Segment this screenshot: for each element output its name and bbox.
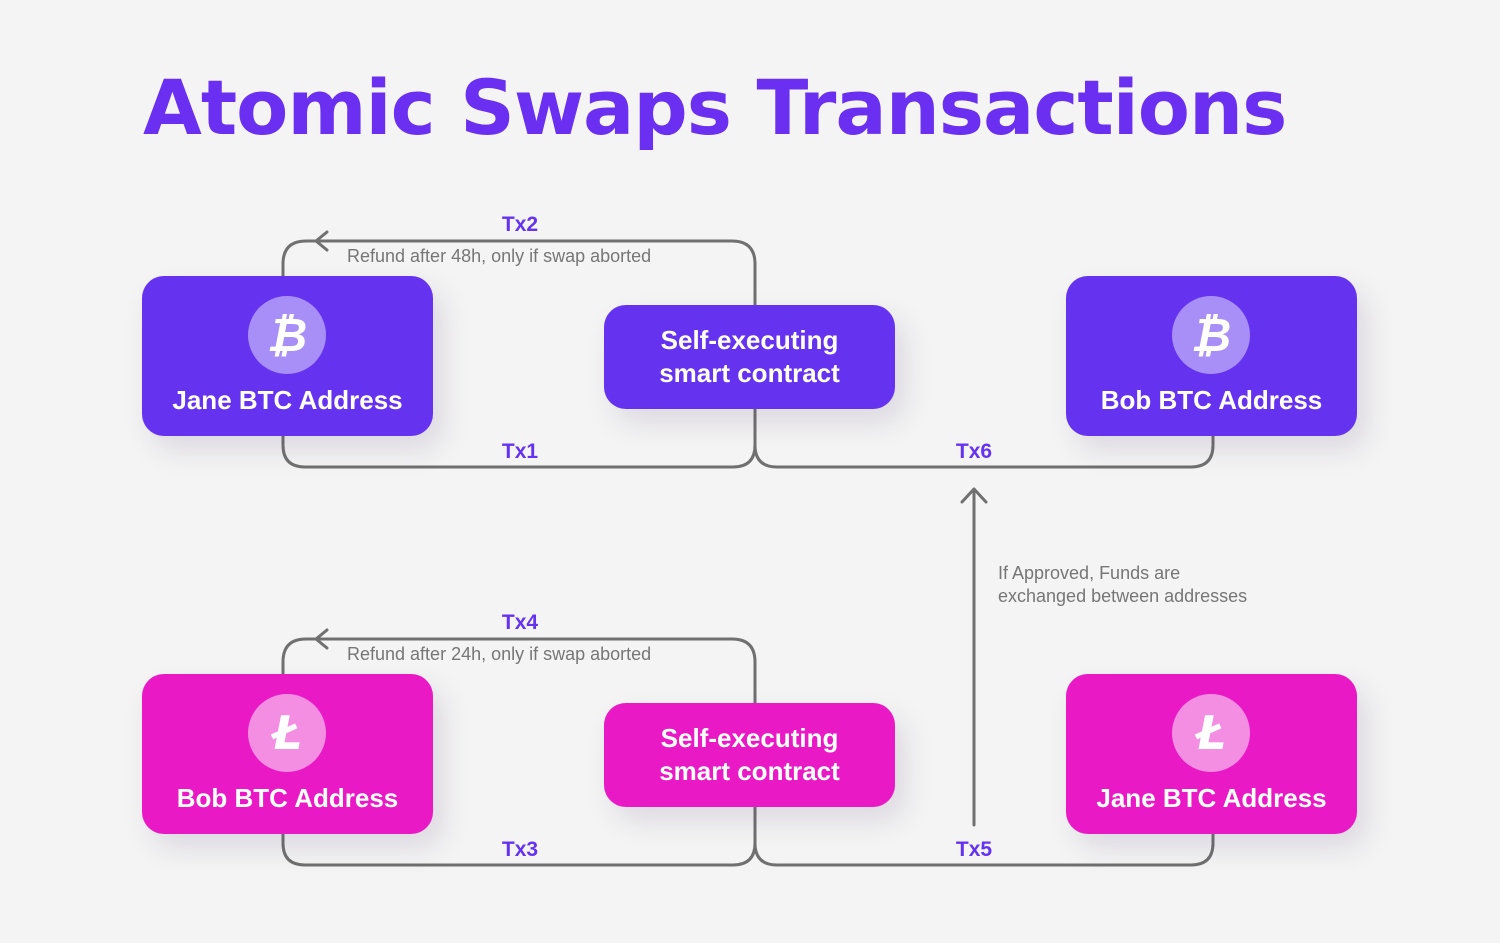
payout-connector-top	[753, 431, 1215, 469]
tx2-label: Tx2	[501, 213, 539, 236]
approval-arrowhead	[960, 487, 988, 504]
deposit-connector-top	[281, 406, 757, 469]
refund-connector-top	[281, 239, 757, 308]
address-label: Bob BTC Address	[176, 783, 399, 813]
contract-label-line2: smart contract	[659, 756, 840, 786]
address-label: Bob BTC Address	[1100, 385, 1323, 415]
address-label: Jane BTC Address	[172, 385, 403, 415]
tx1-label: Tx1	[501, 440, 539, 463]
tx4-label: Tx4	[501, 611, 539, 634]
address-label: Jane BTC Address	[1096, 783, 1327, 813]
refund-arrowhead-bottom	[314, 628, 329, 650]
bob-ltc-address-box: Ł Bob BTC Address	[142, 674, 433, 834]
litecoin-icon: Ł	[248, 694, 326, 772]
refund-note-bottom: Refund after 24h, only if swap aborted	[347, 644, 652, 664]
approval-note: If Approved, Funds are exchanged between…	[998, 562, 1247, 608]
tx5-label: Tx5	[955, 838, 993, 861]
bob-btc-address-box: ₿ Bob BTC Address	[1066, 276, 1357, 436]
approval-note-line2: exchanged between addresses	[998, 586, 1248, 606]
litecoin-icon: Ł	[1172, 694, 1250, 772]
page-title: Atomic Swaps Transactions	[143, 63, 1287, 152]
approval-note-line1: If Approved, Funds are	[998, 563, 1181, 583]
contract-label-line1: Self-executing	[660, 325, 839, 355]
jane-ltc-address-box: Ł Jane BTC Address	[1066, 674, 1357, 834]
smart-contract-box-btc: Self-executing smart contract	[604, 305, 895, 409]
contract-label: Self-executing smart contract	[604, 722, 895, 788]
contract-label-line2: smart contract	[659, 358, 840, 388]
refund-note-top: Refund after 48h, only if swap aborted	[347, 246, 652, 266]
bitcoin-icon: ₿	[248, 296, 326, 374]
contract-label-line1: Self-executing	[660, 723, 839, 753]
bitcoin-icon: ₿	[1172, 296, 1250, 374]
tx3-label: Tx3	[501, 838, 539, 861]
refund-connector-bottom	[281, 637, 757, 706]
tx6-label: Tx6	[955, 440, 993, 463]
deposit-connector-bottom	[281, 804, 757, 867]
jane-btc-address-box: ₿ Jane BTC Address	[142, 276, 433, 436]
smart-contract-box-ltc: Self-executing smart contract	[604, 703, 895, 807]
refund-arrowhead-top	[314, 230, 329, 252]
contract-label: Self-executing smart contract	[604, 324, 895, 390]
payout-connector-bottom	[753, 829, 1215, 867]
